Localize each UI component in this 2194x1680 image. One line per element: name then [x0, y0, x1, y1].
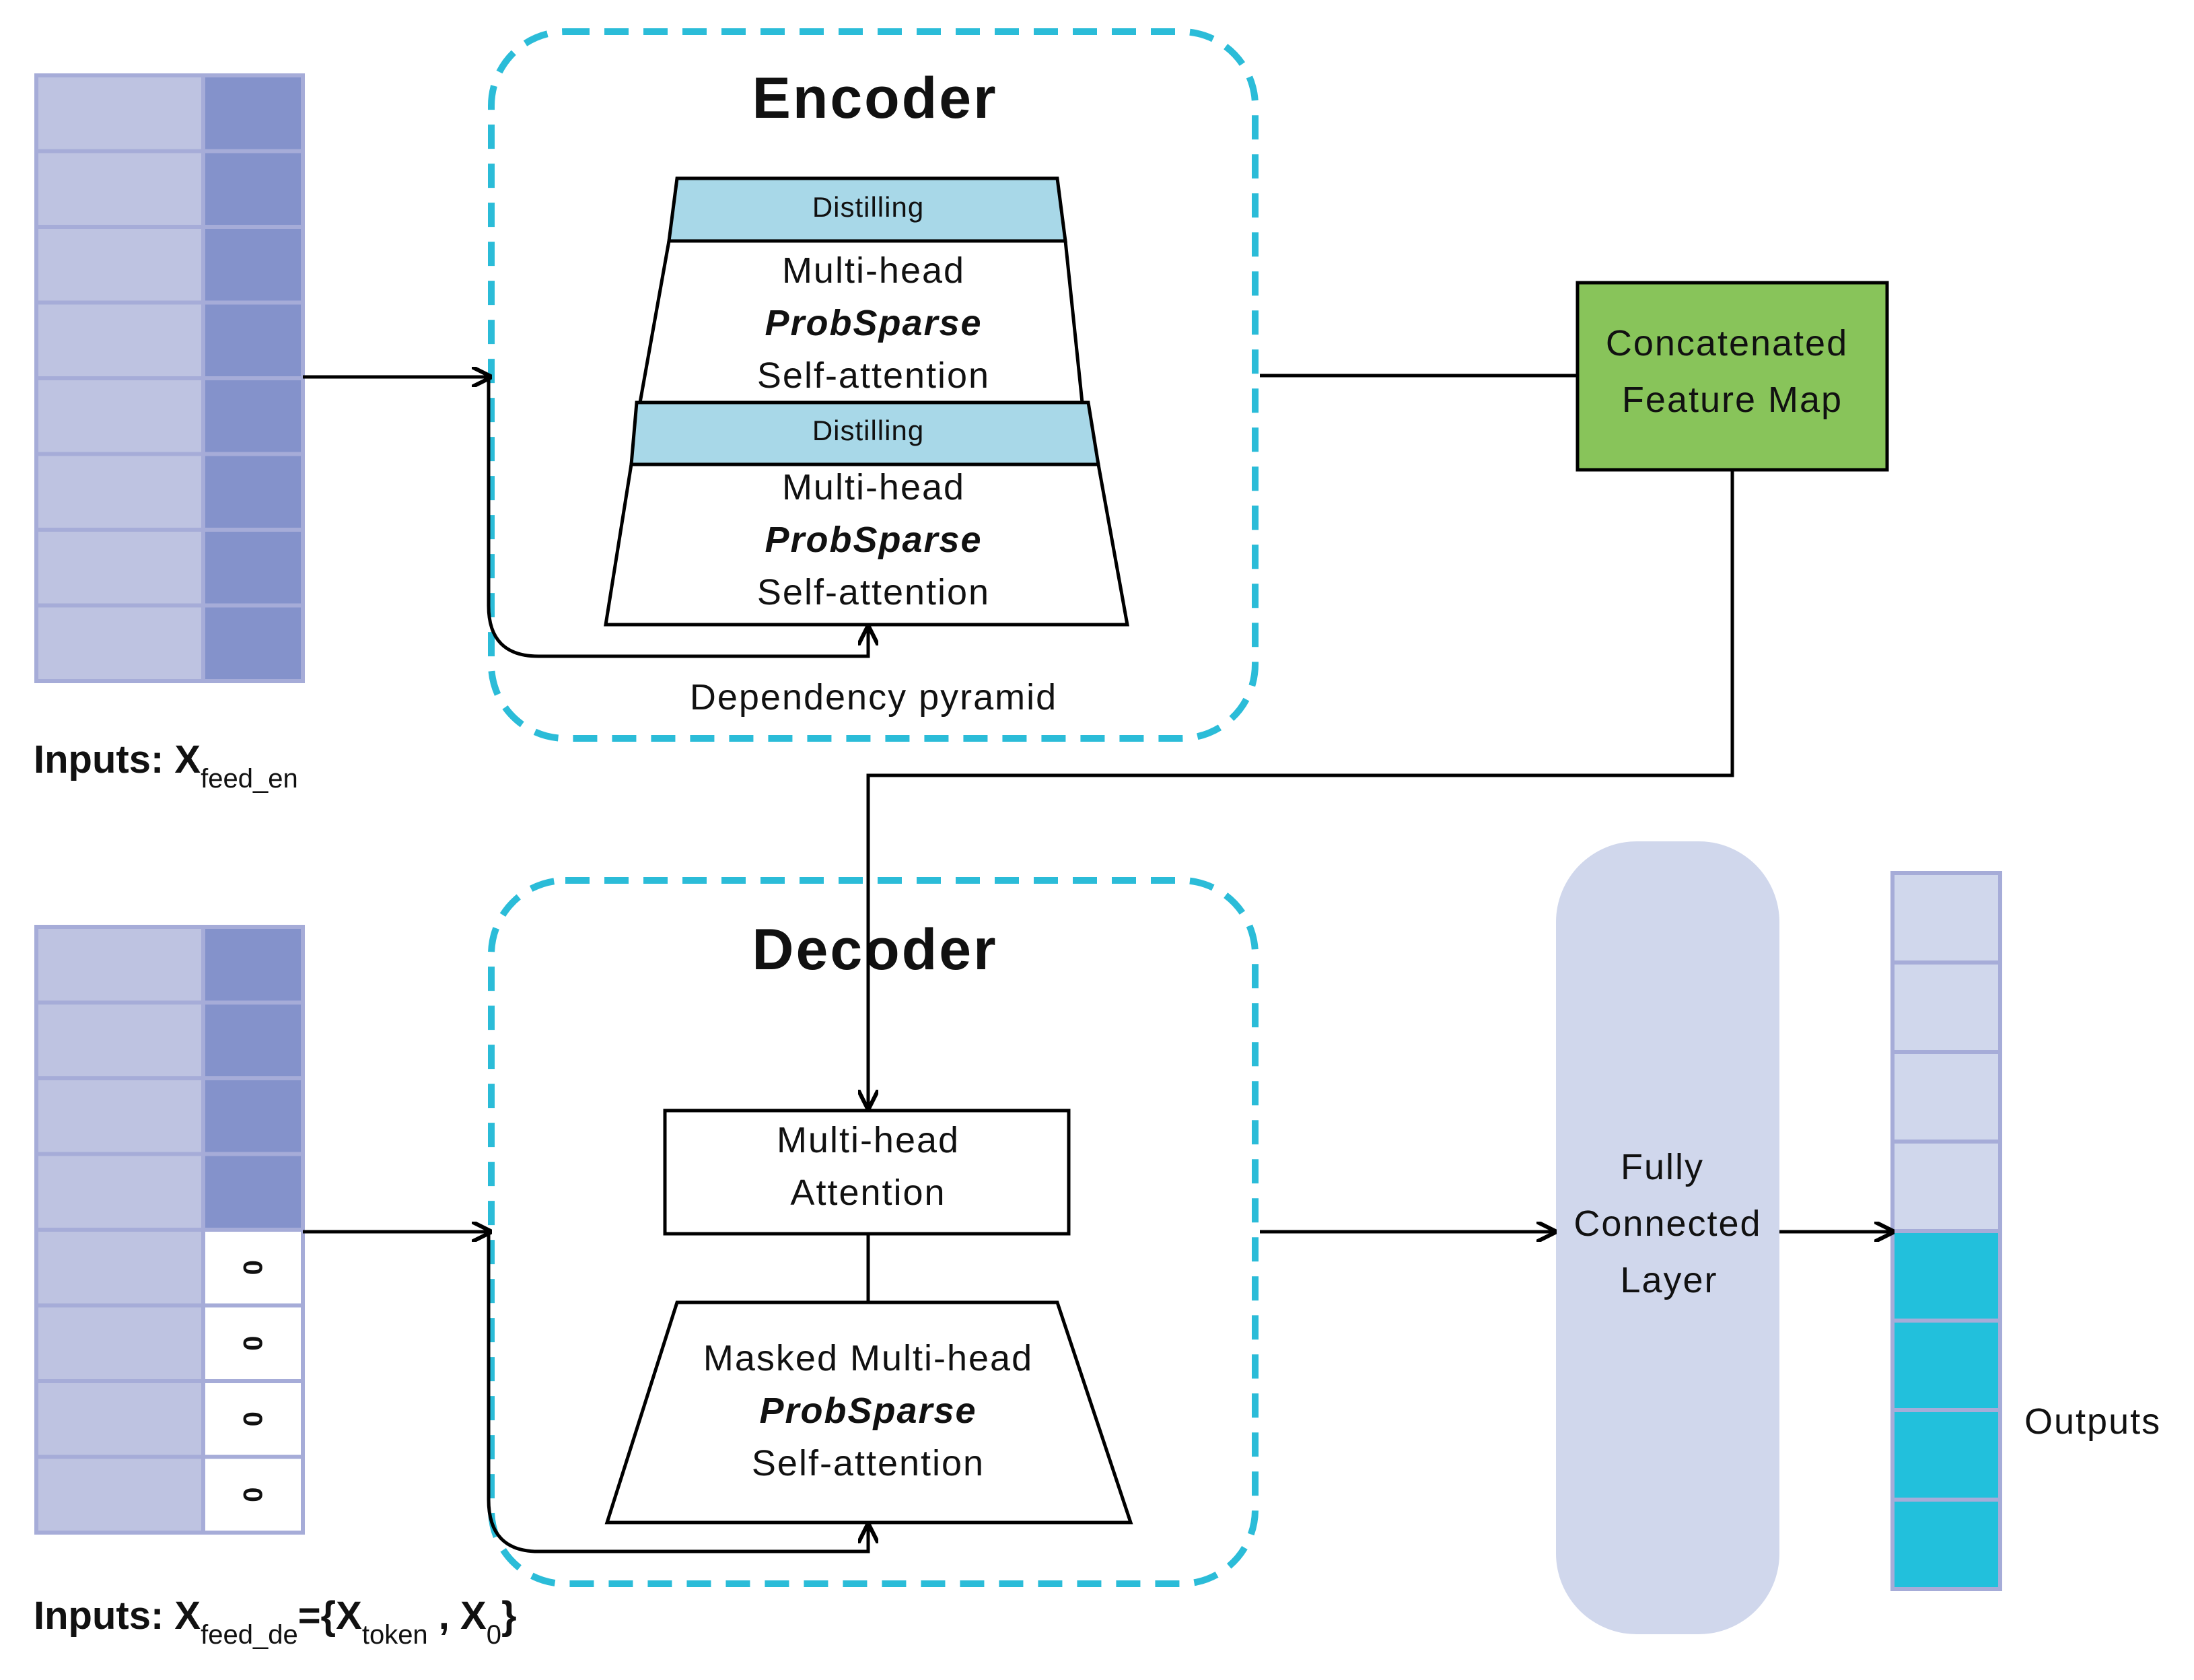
input-cell-right — [201, 1455, 305, 1535]
input-cell-left — [34, 73, 205, 153]
output-cell — [1890, 1229, 2002, 1323]
decoder-input-grid: 0 0 0 0 — [34, 925, 305, 1535]
attention-line2: Attention — [790, 1172, 946, 1213]
output-cell — [1890, 960, 2002, 1054]
feature-map-line1: Concatenated — [1606, 323, 1848, 363]
input-cell-right — [201, 225, 305, 305]
input-cell-right — [201, 73, 305, 153]
output-cell — [1890, 1408, 2002, 1502]
feature-map-to-decoder-line — [868, 470, 1734, 1108]
input-cell-left — [34, 1228, 205, 1308]
input-cell-left — [34, 1303, 205, 1383]
input-cell-left — [34, 225, 205, 305]
zero-placeholder: 0 — [238, 1336, 267, 1351]
input-cell-right — [201, 1000, 305, 1080]
input-cell-left — [34, 1152, 205, 1232]
enc-bottom-line3: Self-attention — [757, 572, 990, 612]
input-cell-right — [201, 149, 305, 229]
input-cell-left — [34, 1455, 205, 1535]
zero-placeholder: 0 — [238, 1411, 267, 1426]
dependency-pyramid-caption: Dependency pyramid — [690, 677, 1057, 718]
input-cell-right — [201, 528, 305, 608]
input-cell-left — [34, 1379, 205, 1459]
zero-placeholder: 0 — [238, 1260, 267, 1275]
input-cell-right — [201, 925, 305, 1005]
input-cell-right — [201, 1152, 305, 1232]
masked-line3: Self-attention — [752, 1443, 985, 1483]
input-cell-right — [201, 300, 305, 380]
encoder-block-bottom — [604, 462, 1129, 627]
zero-placeholder: 0 — [238, 1488, 267, 1502]
input-cell-left — [34, 1076, 205, 1156]
enc-residual-arrow — [487, 377, 868, 658]
attention-line1: Multi-head — [777, 1120, 960, 1160]
masked-line2: ProbSparse — [759, 1391, 977, 1431]
enc-top-line1: Multi-head — [782, 250, 965, 291]
input-cell-right — [201, 603, 305, 683]
masked-line1: Masked Multi-head — [703, 1338, 1033, 1378]
input-cell-left — [34, 300, 205, 380]
input-cell-left — [34, 1000, 205, 1080]
output-cell — [1890, 1498, 2002, 1591]
fc-line2: Connected — [1573, 1203, 1761, 1244]
enc-top-line3: Self-attention — [757, 355, 990, 396]
encoder-inputs-label: Inputs: Xfeed_en — [34, 738, 298, 794]
output-cell — [1890, 871, 2002, 965]
concatenated-feature-map-box — [1576, 281, 1889, 472]
enc-bottom-line2: ProbSparse — [765, 520, 982, 560]
decoder-title: Decoder — [752, 917, 997, 982]
fully-connected-layer — [1556, 841, 1779, 1634]
output-cell — [1890, 1050, 2002, 1144]
input-cell-left — [34, 149, 205, 229]
input-cell-left — [34, 528, 205, 608]
fc-line3: Layer — [1620, 1260, 1718, 1300]
outputs-label: Outputs — [2024, 1401, 2161, 1442]
decoder-inputs-label: Inputs: Xfeed_de={Xtoken , X0} — [34, 1594, 517, 1650]
distilling-bottom-label: Distilling — [812, 415, 924, 446]
output-cell — [1890, 1140, 2002, 1233]
input-cell-left — [34, 925, 205, 1005]
multihead-attention-box — [663, 1109, 1071, 1236]
masked-attention-trapezoid — [604, 1300, 1133, 1525]
input-cell-right — [201, 376, 305, 456]
fc-line1: Fully — [1621, 1147, 1704, 1187]
input-cell-right — [201, 1076, 305, 1156]
input-cell-left — [34, 452, 205, 532]
input-cell-left — [34, 376, 205, 456]
enc-bottom-line1: Multi-head — [782, 467, 965, 508]
output-cell — [1890, 1319, 2002, 1412]
dec-residual-arrow — [487, 1232, 868, 1553]
feature-map-line2: Feature Map — [1622, 380, 1843, 420]
encoder-title: Encoder — [752, 66, 997, 131]
outputs-column — [1890, 871, 2002, 1591]
enc-top-line2: ProbSparse — [765, 303, 982, 343]
encoder-input-grid — [34, 73, 305, 683]
input-cell-right — [201, 452, 305, 532]
distilling-top-label: Distilling — [812, 191, 924, 223]
input-cell-left — [34, 603, 205, 683]
